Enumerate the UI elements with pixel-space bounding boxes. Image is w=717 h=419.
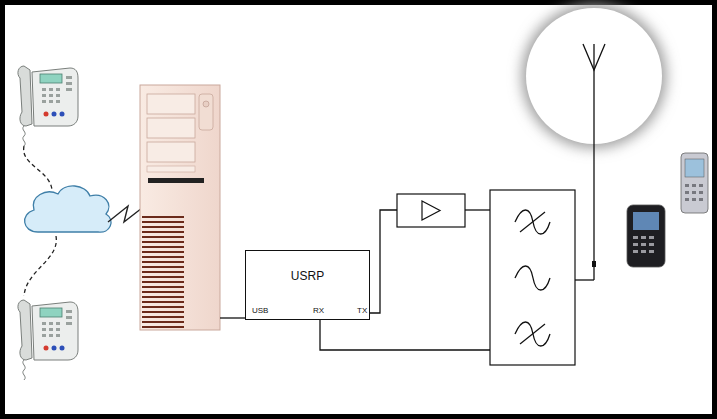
antenna-feed [575,279,594,280]
amplifier-symbol [397,194,465,227]
desk-phone [18,300,78,380]
tx-wire [370,210,397,313]
port-label: USB [252,307,268,315]
desk-phone [18,66,78,146]
rx-wire [320,320,505,365]
mobile-phone [681,153,708,213]
antenna-symbol [583,44,605,280]
pc-tower [140,85,220,330]
port-label: TX [357,307,367,315]
zigzag-link [108,206,142,222]
filter-bank [490,190,575,365]
device-name: USRP [291,269,324,283]
dashed-link [24,146,52,190]
dashed-link [24,236,56,296]
usb-wire [220,317,245,318]
network-cloud [25,186,111,232]
frame [3,3,715,417]
amp-wire [465,209,490,210]
smartphone [627,205,665,267]
port-label: RX [313,307,324,315]
